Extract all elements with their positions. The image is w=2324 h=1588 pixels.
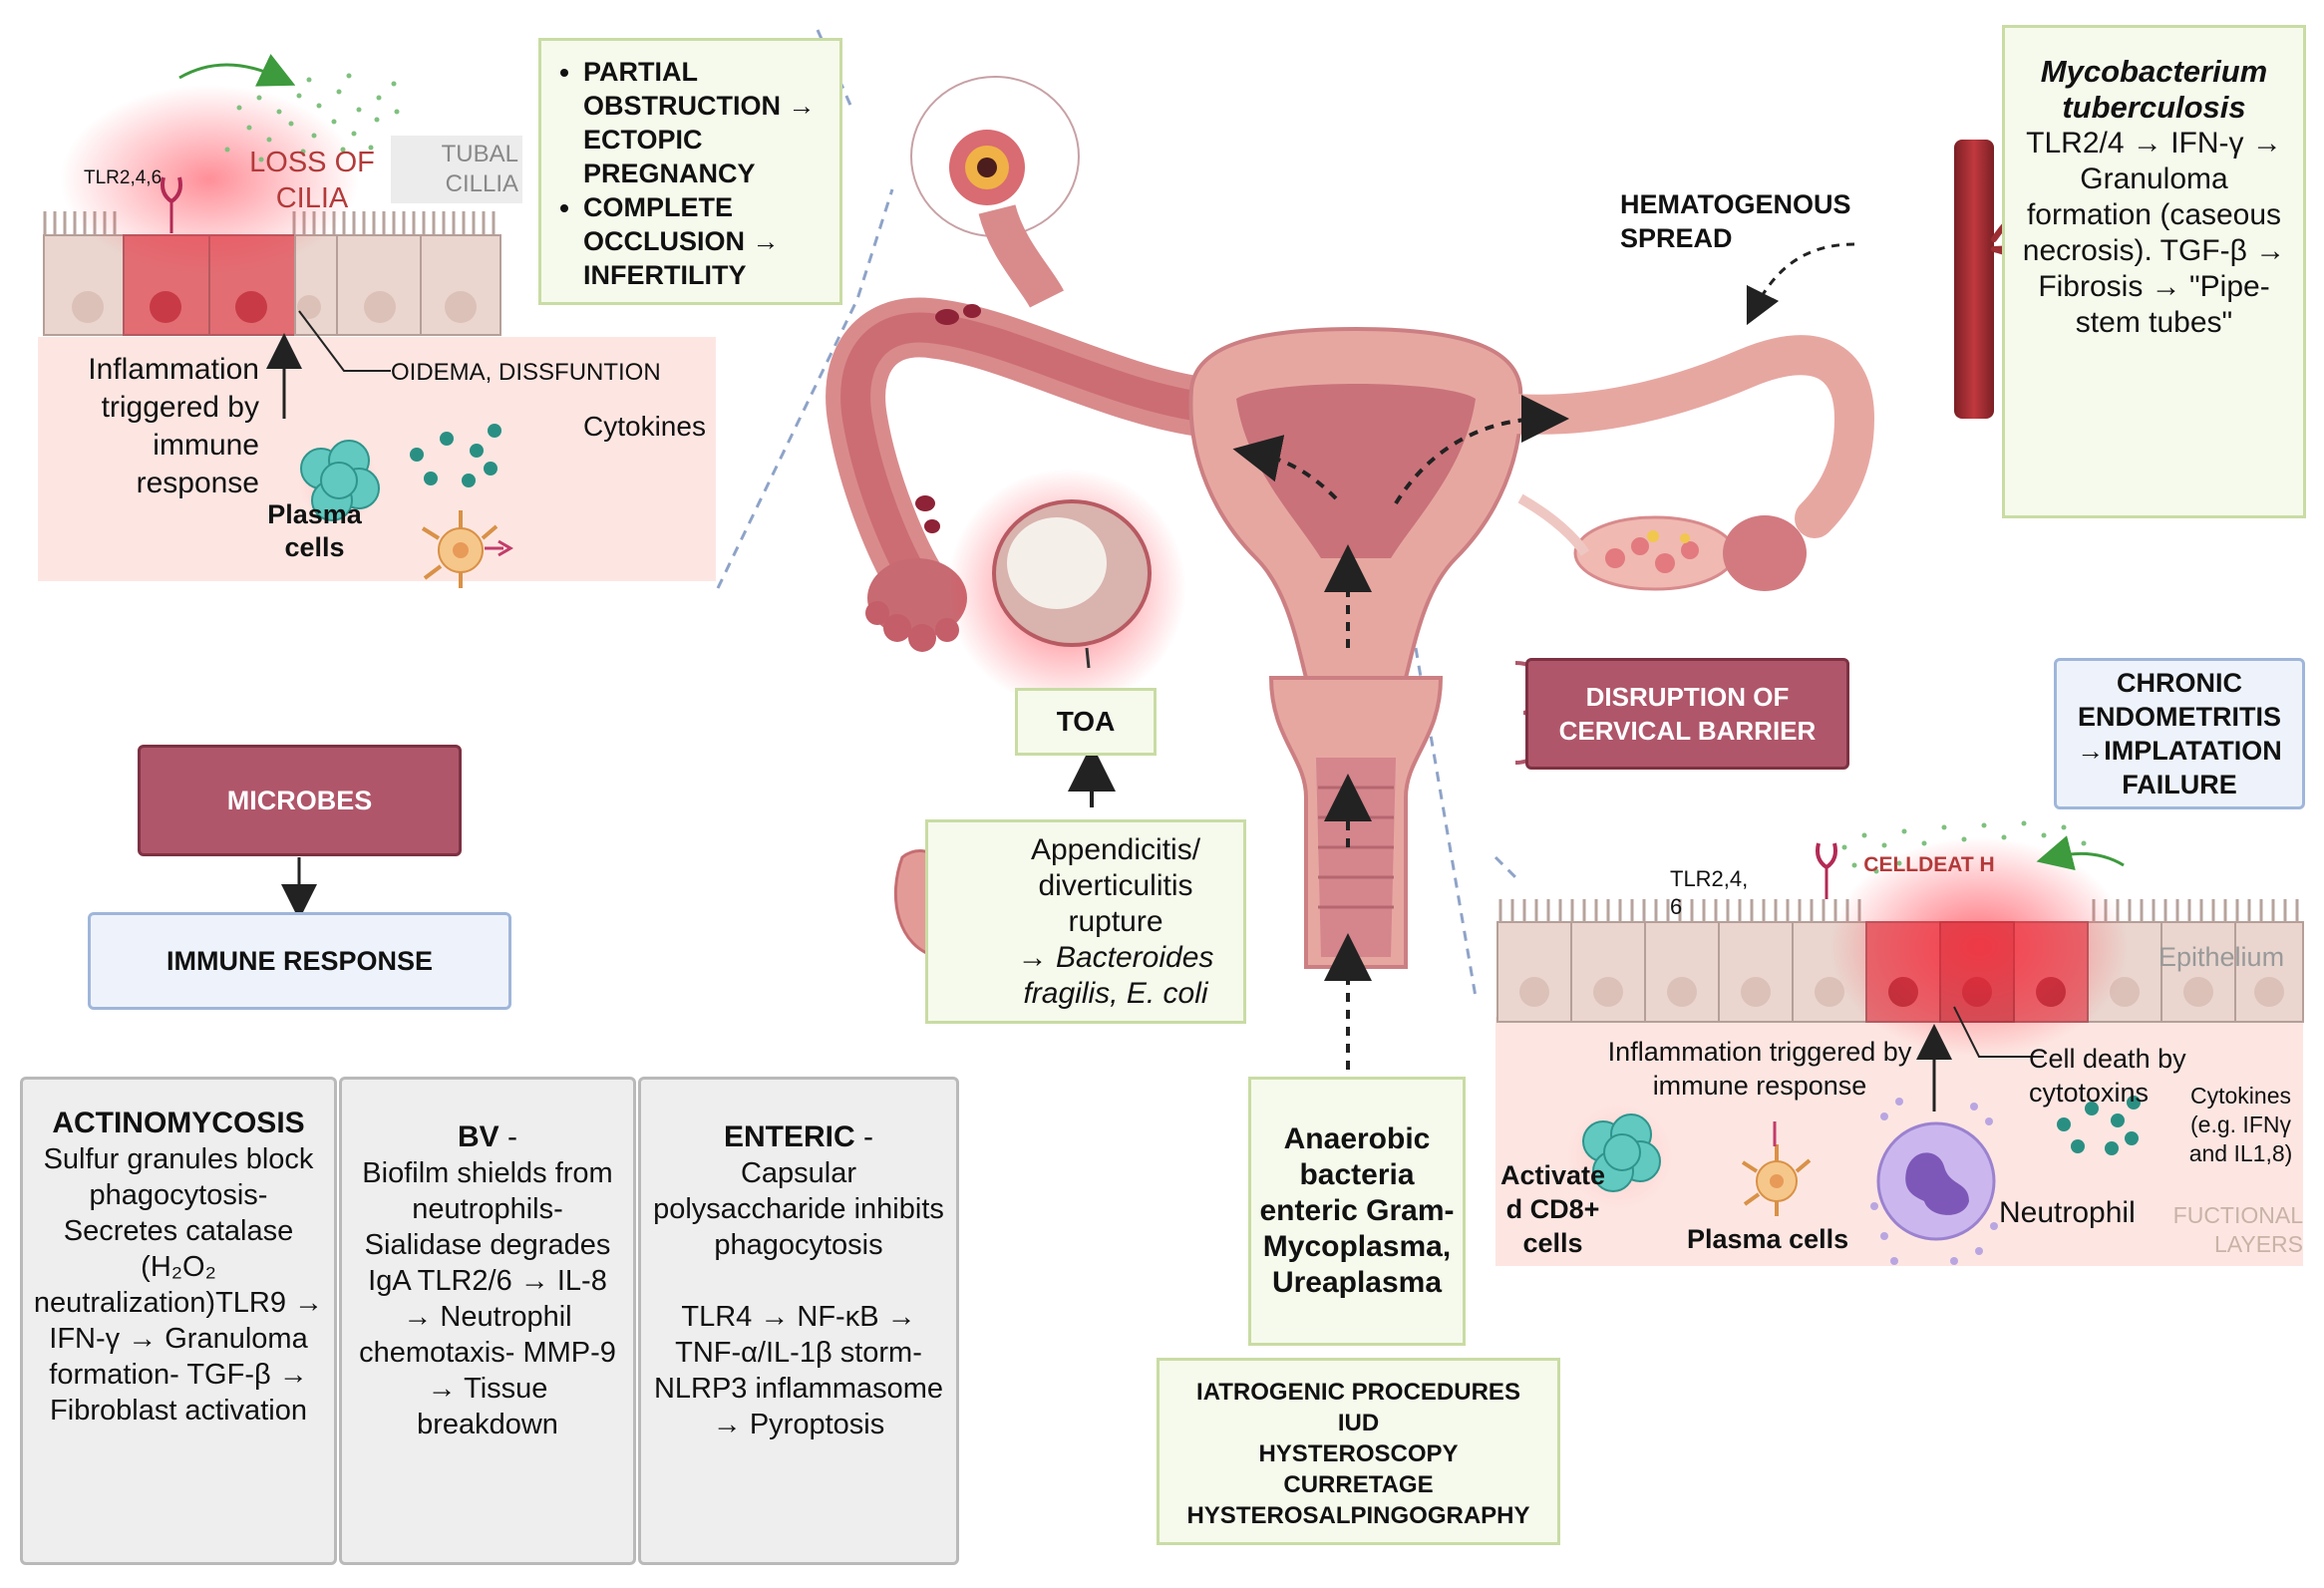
mechanism-text: Sulfur granules block phagocytosis- Secr… bbox=[33, 1143, 324, 1427]
mechanism-card-enteric: ENTERIC - Capsular polysaccharide inhibi… bbox=[638, 1077, 959, 1565]
iatrogenic-item: IUD bbox=[1337, 1410, 1380, 1436]
mechanism-text: TLR4 → NF-κB → TNF-α/IL-1β storm- NLRP3 … bbox=[653, 1301, 944, 1440]
appendicitis-box: Appendicitis/ diverticulitis rupture → B… bbox=[925, 819, 1246, 1024]
loss-of-cilia-label: LOSS OF CILIA bbox=[249, 147, 375, 214]
endo-tlr-label: TLR2,4, 6 bbox=[1670, 866, 1749, 919]
mechanism-title-suffix: - bbox=[498, 1120, 517, 1153]
iatrogenic-item: HYSTEROSALPINGOGRAPHY bbox=[1186, 1502, 1530, 1529]
tb-mechanism: TLR2/4 → IFN-γ → Granuloma formation (ca… bbox=[2022, 127, 2286, 339]
obstruction-item-complete: COMPLETE OCCLUSION → INFERTILITY bbox=[583, 190, 830, 292]
mechanism-card-actinomycosis: ACTINOMYCOSIS Sulfur granules block phag… bbox=[20, 1077, 337, 1565]
mechanism-text: Biofilm shields from neutrophils- Sialid… bbox=[359, 1157, 616, 1440]
endo-cytokines-label: Cytokines (e.g. IFNγ and IL1,8) bbox=[2188, 1083, 2293, 1166]
appendicitis-text: Appendicitis/ diverticulitis rupture bbox=[1030, 833, 1201, 938]
obstruction-box: PARTIAL OBSTRUCTION → ECTOPIC PREGNANCY … bbox=[538, 38, 842, 305]
microbes-box: MICROBES bbox=[138, 745, 462, 856]
cell-death-label: Cell death by cytotoxins bbox=[2029, 1044, 2186, 1108]
mechanism-text: Capsular polysaccharide inhibits phagocy… bbox=[653, 1157, 944, 1261]
endo-inflammation-label: Inflammation triggered by immune respons… bbox=[1607, 1037, 1912, 1101]
tubal-plasma-cells-label: Plasma cells bbox=[267, 499, 362, 562]
functional-layers-label: FUCTIONAL LAYERS bbox=[2172, 1202, 2303, 1257]
appendicitis-arrow: → bbox=[1017, 941, 1048, 974]
epithelium-label: Epithelium bbox=[2158, 942, 2285, 972]
mechanism-title: ACTINOMYCOSIS bbox=[52, 1107, 305, 1139]
tuberculosis-box: Mycobacterium tuberculosis TLR2/4 → IFN-… bbox=[2002, 25, 2306, 518]
mechanism-title: BV bbox=[457, 1120, 499, 1153]
anaerobic-bacteria-box: Anaerobic bacteria enteric Gram- Mycopla… bbox=[1248, 1077, 1466, 1346]
tubal-cilia-label: TUBAL CILLIA bbox=[441, 141, 518, 197]
iatrogenic-title: IATROGENIC PROCEDURES bbox=[1196, 1379, 1520, 1406]
immune-response-box: IMMUNE RESPONSE bbox=[88, 912, 511, 1010]
tb-organism: Mycobacterium tuberculosis bbox=[2040, 54, 2268, 125]
tubal-cytokines-label: Cytokines bbox=[583, 411, 706, 442]
endo-plasma-cells-label: Plasma cells bbox=[1687, 1224, 1849, 1254]
mechanism-title: ENTERIC bbox=[723, 1120, 855, 1153]
hematogenous-spread-label: HEMATOGENOUS SPREAD bbox=[1620, 189, 1851, 253]
tubal-inflammation-label: Inflammation triggered by immune respons… bbox=[88, 353, 259, 499]
mechanism-title-suffix: - bbox=[854, 1120, 873, 1153]
iatrogenic-item: CURRETAGE bbox=[1283, 1471, 1434, 1498]
iatrogenic-box: IATROGENIC PROCEDURES IUD HYSTEROSCOPY C… bbox=[1157, 1358, 1560, 1545]
cd8-cells-label: Activate d CD8+ cells bbox=[1499, 1160, 1606, 1258]
chronic-endometritis-box: CHRONIC ENDOMETRITIS →IMPLATATION FAILUR… bbox=[2054, 658, 2305, 809]
appendicitis-organisms: Bacteroides fragilis, E. coli bbox=[1023, 941, 1214, 1010]
cervical-barrier-box: DISRUPTION OF CERVICAL BARRIER bbox=[1525, 658, 1849, 770]
toa-box: TOA bbox=[1015, 688, 1157, 756]
endometrium-panel-art bbox=[1495, 820, 2304, 1266]
tubal-tlr-label: TLR2,4,6 bbox=[84, 167, 163, 188]
oedema-label: OIDEMA, DISSFUNTION bbox=[391, 359, 661, 386]
uterus-illustration bbox=[826, 76, 1875, 1087]
iatrogenic-item: HYSTEROSCOPY bbox=[1258, 1440, 1459, 1467]
celldeath-label: CELLDEAT H bbox=[1863, 853, 1995, 876]
obstruction-item-partial: PARTIAL OBSTRUCTION → ECTOPIC PREGNANCY bbox=[583, 55, 830, 190]
tubal-panel-art bbox=[38, 54, 716, 588]
mechanism-card-bv: BV - Biofilm shields from neutrophils- S… bbox=[339, 1077, 636, 1565]
neutrophil-label: Neutrophil bbox=[1999, 1196, 2136, 1229]
